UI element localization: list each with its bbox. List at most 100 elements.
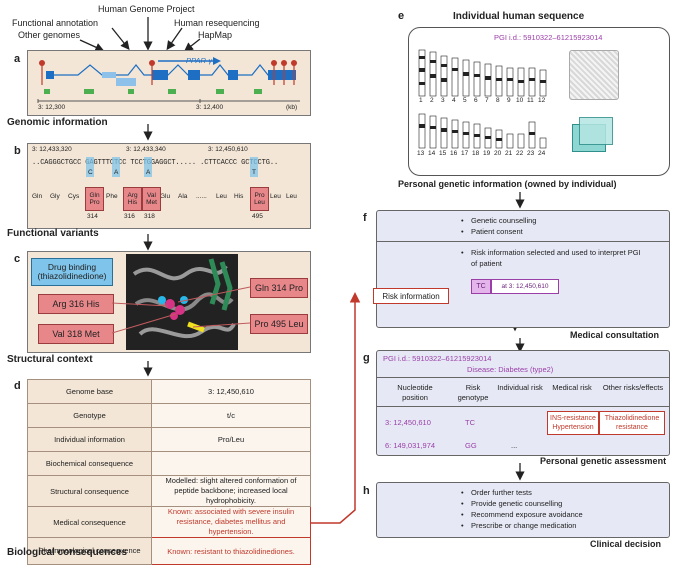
- chr-label: 21: [505, 150, 513, 157]
- chr-label: 17: [461, 150, 469, 157]
- chr-label: 5: [463, 97, 467, 104]
- variant-gln314pro: Gln 314 Pro: [250, 278, 308, 298]
- data-storage-icon-back: [579, 117, 613, 145]
- medical-consequence-value: Known: associated with severe insulin re…: [151, 506, 311, 538]
- mutation-314-box: Gln Pro: [85, 187, 104, 211]
- list-item: Patient consent: [461, 226, 536, 237]
- label-human-genome-project: Human Genome Project: [98, 4, 195, 14]
- mutation-495-box: Pro Leu: [250, 187, 269, 211]
- panel-h-decision: Order further tests Provide genetic coun…: [376, 482, 670, 538]
- gene-structure-graphic: [37, 57, 300, 103]
- protein-structure-image: [126, 254, 238, 350]
- aa-leu-3: Leu: [286, 193, 297, 200]
- mut-495-var: Leu: [254, 199, 265, 206]
- row-value: Pro/Leu: [151, 427, 311, 452]
- row-key: Individual information: [27, 427, 152, 452]
- snp-marker-1: [86, 157, 94, 177]
- aa-his: His: [234, 193, 244, 200]
- row-value: [151, 451, 311, 476]
- chr-label: 12: [538, 97, 546, 104]
- panel-a-title: Genomic information: [7, 117, 108, 128]
- mutation-318-box: Val Met: [142, 187, 161, 211]
- panel-f-letter: f: [363, 212, 367, 224]
- header-individual-risk: Individual risk: [497, 383, 543, 392]
- label-other-genomes: Other genomes: [18, 30, 81, 40]
- list-item: Order further tests: [461, 487, 583, 498]
- aa-phe: Phe: [106, 193, 118, 200]
- residue-314: 314: [87, 213, 98, 220]
- panel-e-letter: e: [398, 10, 405, 22]
- chr-label: 22: [516, 150, 524, 157]
- karyotype-graphic: [418, 49, 547, 149]
- panel-a-letter: a: [14, 53, 21, 65]
- chr-label: 23: [527, 150, 535, 157]
- mut-314-var: Pro: [89, 199, 100, 206]
- row2-individual-risk: ...: [511, 441, 518, 450]
- variant-val318met: Val 318 Met: [38, 324, 114, 344]
- mut-495-wt: Pro: [254, 192, 265, 199]
- row1-other-risks: Thiazolidinedione resistance: [599, 411, 665, 435]
- row-value: 3: 12,450,610: [151, 379, 311, 404]
- list-item: Prescribe or change medication: [461, 520, 583, 531]
- label-human-resequencing: Human resequencing: [174, 18, 260, 28]
- divider: [377, 406, 669, 407]
- pos-1: 3: 12,433,320: [32, 146, 72, 153]
- chr-label: 18: [472, 150, 480, 157]
- mut-318-wt: Val: [147, 192, 156, 199]
- snp-marker-2: [112, 157, 120, 177]
- panel-e-genome-card: PGI i.d.: 5910322–61215923014 1 2 3: [408, 27, 670, 176]
- dna-sequence: ..CAGGGCTGCC GAGTTTCTCC TCCTGGAGGCT.....…: [32, 159, 279, 167]
- panel-h-title: Clinical decision: [590, 539, 662, 549]
- aa-dots: ......: [196, 193, 207, 200]
- chr-label: 2: [430, 97, 434, 104]
- consent-list: Genetic counselling Patient consent: [461, 215, 536, 237]
- row-value: t/c: [151, 403, 311, 428]
- microarray-chip-icon: [569, 50, 619, 100]
- row2-position: 6: 149,031,974: [385, 441, 436, 450]
- chr-label: 4: [452, 97, 456, 104]
- panel-h-letter: h: [363, 485, 370, 497]
- pos-2: 3: 12,433,340: [126, 146, 166, 153]
- risk-information-box: Risk information: [373, 288, 449, 304]
- list-item: Recommend exposure avoidance: [461, 509, 583, 520]
- aa-leu-2: Leu: [270, 193, 281, 200]
- panel-c-title: Structural context: [7, 354, 93, 365]
- panel-a-genomic-map: PPAR-γ 3: 12,300 3: 12,400 (kb): [27, 50, 311, 116]
- aa-gly: Gly: [50, 193, 60, 200]
- decision-list: Order further tests Provide genetic coun…: [461, 487, 583, 531]
- panel-c-structure: Drug binding (thiazolidinedione) Arg 316…: [27, 251, 311, 353]
- variant-arg316his: Arg 316 His: [38, 294, 114, 314]
- pharmacological-consequence-value: Known: resistant to thiazolidinediones.: [151, 537, 311, 565]
- pos-3: 3: 12,450,610: [208, 146, 248, 153]
- position-tag: at 3: 12,450,610: [491, 279, 559, 294]
- sub-1: C: [88, 169, 93, 176]
- panel-g-title: Personal genetic assessment: [540, 456, 667, 466]
- mut-316-var: His: [127, 199, 138, 206]
- table-row: Biochemical consequence: [27, 451, 311, 476]
- disease-label: Disease: Diabetes (type2): [467, 365, 554, 374]
- coord-unit: (kb): [286, 104, 298, 111]
- chr-label: 19: [483, 150, 491, 157]
- chr-label: 15: [439, 150, 447, 157]
- snp-marker-3: [144, 157, 152, 177]
- snp-marker-4: [250, 157, 258, 177]
- residue-316: 316: [124, 213, 135, 220]
- row-key: Biochemical consequence: [27, 451, 152, 476]
- chr-label: 7: [485, 97, 489, 104]
- list-item: Provide genetic counselling: [461, 498, 583, 509]
- aa-cys: Cys: [68, 193, 80, 200]
- chr-label: 3: [441, 97, 445, 104]
- protein-ribbon-graphic: [132, 258, 236, 339]
- mut-318-var: Met: [146, 199, 157, 206]
- chr-label: 1: [419, 97, 423, 104]
- panel-c-letter: c: [14, 253, 21, 265]
- label-hapmap: HapMap: [198, 30, 233, 40]
- list-item: Risk information selected and used to in…: [461, 247, 641, 269]
- sub-4: T: [252, 169, 256, 176]
- coord-mid: 3: 12,400: [196, 104, 224, 111]
- chr-label: 20: [494, 150, 502, 157]
- genotype-tag: TC: [471, 279, 491, 294]
